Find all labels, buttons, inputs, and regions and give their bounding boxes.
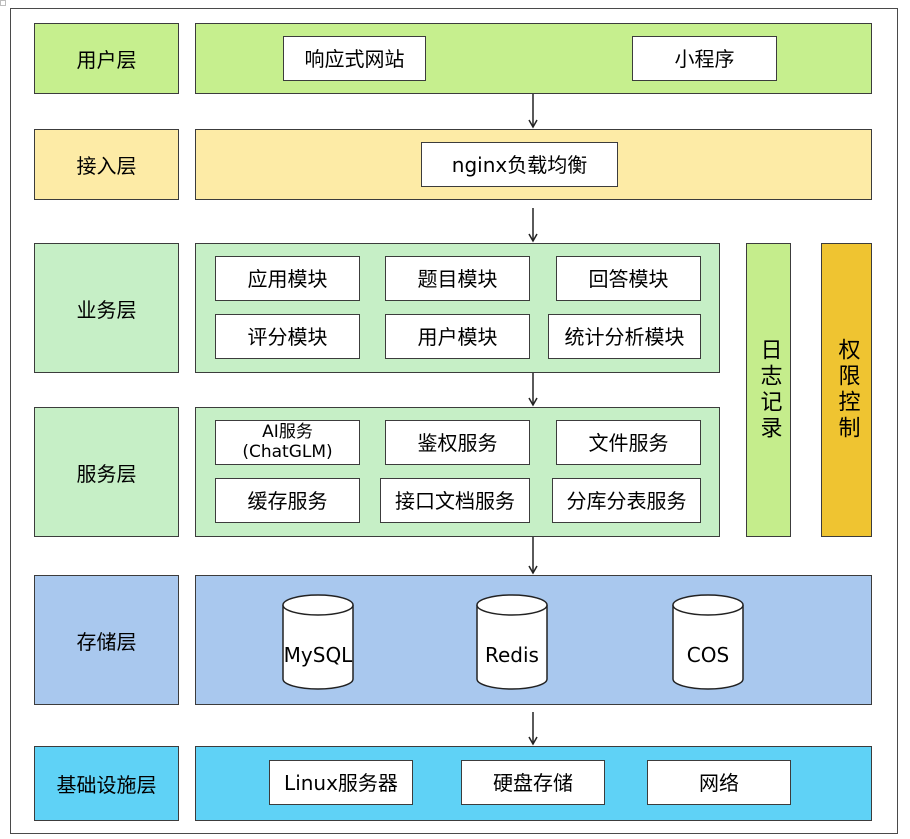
side-panel-access-control: 权限控制 [821, 243, 872, 537]
box-mini-program: 小程序 [632, 36, 777, 81]
diagram-frame [10, 8, 898, 834]
side-panel-logging: 日志记录 [746, 243, 791, 537]
box-application-module: 应用模块 [215, 256, 360, 301]
layer-label-service: 服务层 [34, 407, 179, 537]
box-api-doc-service: 接口文档服务 [380, 478, 530, 523]
box-question-module: 题目模块 [385, 256, 530, 301]
layer-label-business: 业务层 [34, 243, 179, 373]
box-network: 网络 [647, 760, 791, 805]
database-icon-mysql [282, 594, 354, 690]
db-label-cos: COS [686, 643, 730, 667]
box-ai-service: AI服务 (ChatGLM) [215, 420, 360, 465]
box-user-module: 用户模块 [385, 314, 530, 359]
box-file-service: 文件服务 [556, 420, 701, 465]
box-nginx-load-balancing: nginx负载均衡 [421, 142, 618, 187]
box-responsive-website: 响应式网站 [283, 36, 426, 81]
db-label-mysql: MySQL [283, 643, 353, 667]
ai-service-title: AI服务 [262, 421, 313, 442]
box-answer-module: 回答模块 [556, 256, 701, 301]
db-label-redis: Redis [485, 643, 539, 667]
database-icon-redis [476, 594, 548, 690]
ai-service-subtitle: (ChatGLM) [242, 441, 333, 462]
window-corner-marker [0, 0, 6, 6]
box-linux-server: Linux服务器 [269, 760, 413, 805]
box-disk-storage: 硬盘存储 [461, 760, 605, 805]
box-cache-service: 缓存服务 [215, 478, 360, 523]
layer-label-storage: 存储层 [34, 575, 179, 705]
layer-label-user: 用户层 [34, 23, 179, 94]
box-auth-service: 鉴权服务 [385, 420, 530, 465]
database-icon-cos [672, 594, 744, 690]
box-statistics-module: 统计分析模块 [548, 314, 701, 359]
layer-label-access: 接入层 [34, 129, 179, 200]
layer-label-infrastructure: 基础设施层 [34, 746, 179, 821]
box-sharding-service: 分库分表服务 [552, 478, 701, 523]
box-scoring-module: 评分模块 [215, 314, 360, 359]
